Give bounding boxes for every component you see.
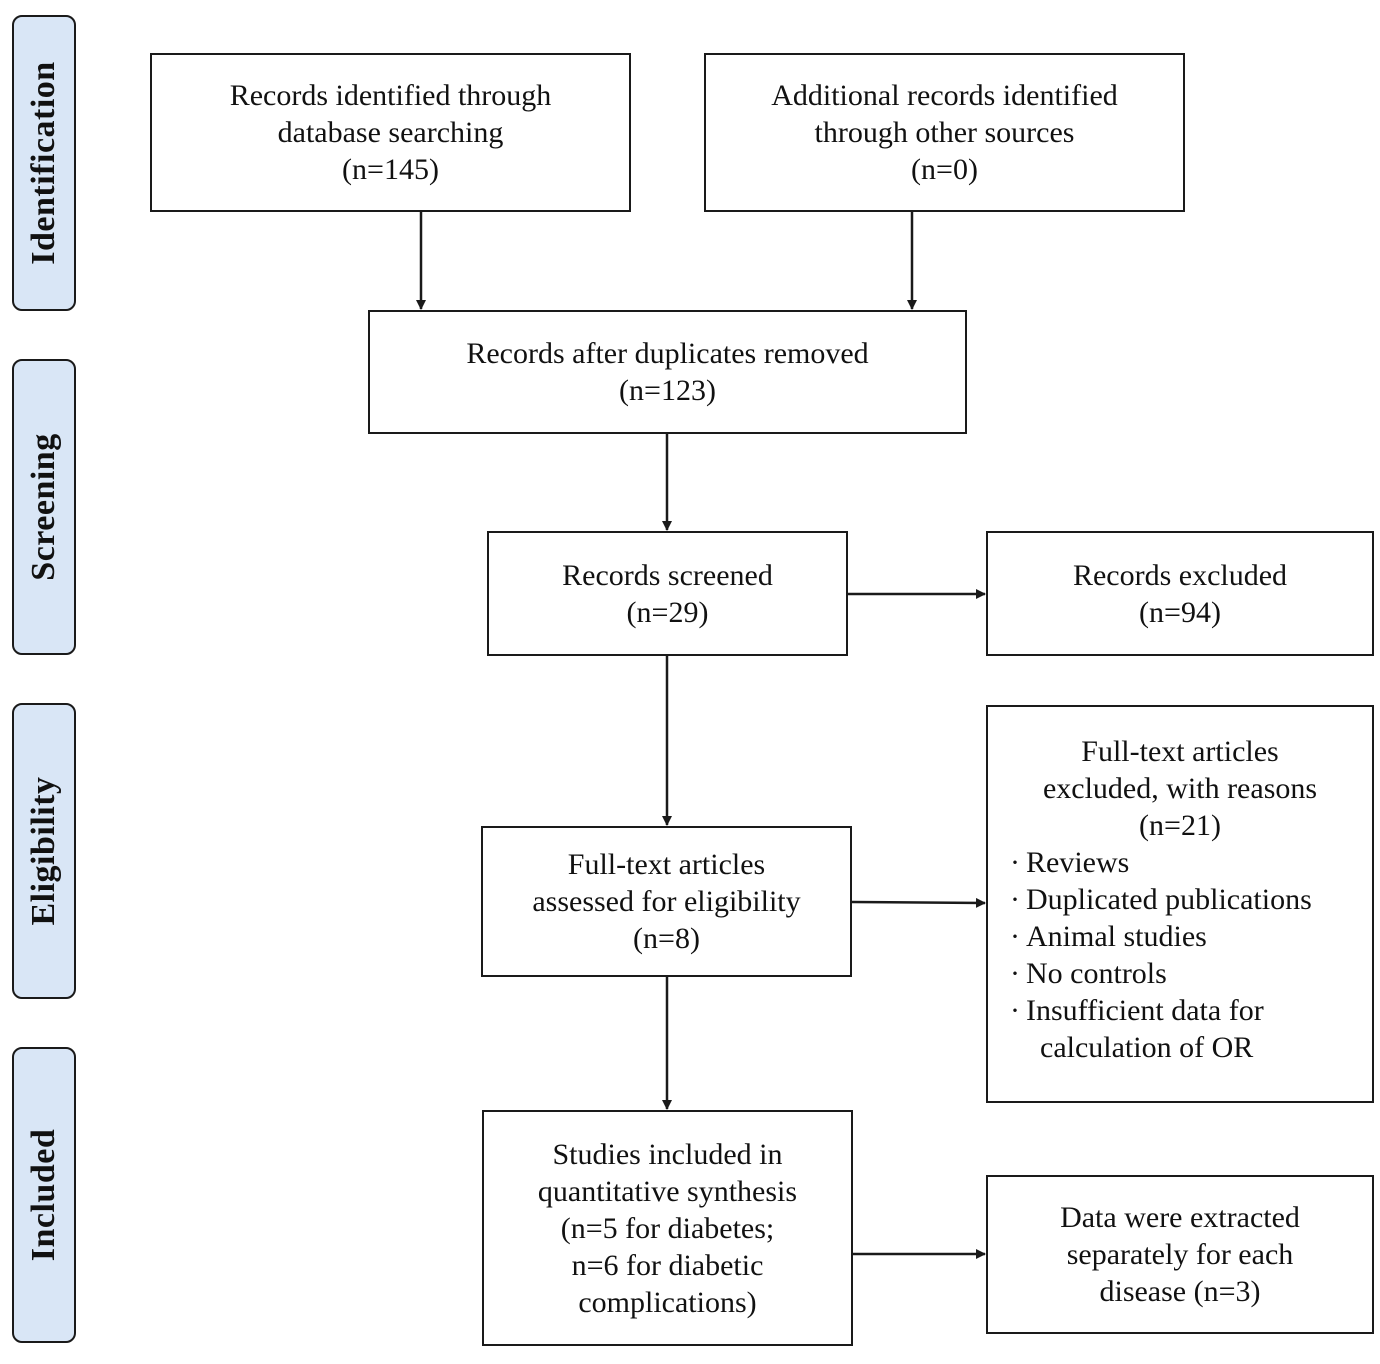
stage-included: Included [12,1047,76,1343]
fulltext-excluded-count: (n=21) [1139,809,1221,842]
exclusion-reason-text: Duplicated publications [1026,883,1312,916]
exclusion-reasons-list: ·Reviews ·Duplicated publications ·Anima… [988,844,1372,1066]
stage-identification-label: Identification [25,61,62,265]
records-excluded-box: Records excluded (n=94) [986,531,1374,656]
data-extracted-line-1: Data were extracted [1060,1201,1300,1234]
exclusion-reason: ·Insufficient data for calculation of OR [1010,992,1372,1066]
bullet-icon: · [1010,920,1020,953]
records-screened-line-1: Records screened [562,558,773,592]
database-search-line-1: Records identified through [229,79,552,112]
stage-eligibility: Eligibility [12,703,76,999]
stage-screening-label: Screening [25,433,62,581]
bullet-icon: · [1010,883,1020,916]
included-studies-line-1: Studies included in [552,1137,783,1171]
other-sources-box: Additional records identified through ot… [704,53,1185,212]
fulltext-excluded-box: Full-text articles excluded, with reason… [986,705,1374,1103]
stage-included-label: Included [25,1128,62,1262]
bullet-icon: · [1010,957,1020,990]
fulltext-excluded-heading-1: Full-text articles [1081,735,1279,768]
included-studies-line-2: quantitative synthesis [537,1174,798,1208]
fulltext-assessed-line-1: Full-text articles [567,848,766,881]
included-studies-line-3: (n=5 for diabetes; [560,1211,775,1245]
exclusion-reason: ·Duplicated publications [1010,881,1372,918]
data-extracted-box: Data were extracted separately for each … [986,1175,1374,1334]
database-search-box: Records identified through database sear… [150,53,631,212]
included-studies-box: Studies included in quantitative synthes… [482,1110,853,1346]
exclusion-reason: ·Reviews [1010,844,1372,881]
other-sources-line-2: through other sources [814,116,1075,149]
exclusion-reason-text: No controls [1026,957,1167,990]
database-search-count: (n=145) [342,153,439,186]
exclusion-reason: ·No controls [1010,955,1372,992]
exclusion-reason-text: Insufficient data for [1026,994,1264,1027]
records-excluded-count: (n=94) [1139,595,1221,629]
data-extracted-line-2: separately for each [1066,1238,1294,1271]
duplicates-removed-count: (n=123) [619,374,716,407]
duplicates-removed-line-1: Records after duplicates removed [466,337,869,370]
fulltext-assessed-count: (n=8) [633,922,700,955]
fulltext-assessed-line-2: assessed for eligibility [532,885,801,918]
records-screened-box: Records screened (n=29) [487,531,848,656]
other-sources-line-1: Additional records identified [771,79,1118,112]
bullet-icon: · [1010,846,1020,879]
included-studies-line-4: n=6 for diabetic [571,1248,764,1282]
exclusion-reason-continuation: calculation of OR [1040,1031,1254,1064]
exclusion-reason-text: Reviews [1026,846,1130,879]
arrow-fulltext-to-excluded [851,897,986,908]
stage-screening: Screening [12,359,76,655]
other-sources-count: (n=0) [911,153,978,186]
data-extracted-line-3: disease (n=3) [1099,1275,1261,1308]
exclusion-reason: ·Animal studies [1010,918,1372,955]
fulltext-excluded-heading-2: excluded, with reasons [1042,772,1318,805]
records-excluded-line-1: Records excluded [1072,558,1288,592]
records-screened-count: (n=29) [626,595,709,629]
included-studies-line-5: complications) [578,1285,757,1319]
fulltext-assessed-box: Full-text articles assessed for eligibil… [481,826,852,977]
stage-identification: Identification [12,15,76,311]
stage-eligibility-label: Eligibility [25,776,62,926]
database-search-line-2: database searching [277,116,504,149]
bullet-icon: · [1010,994,1020,1027]
duplicates-removed-box: Records after duplicates removed (n=123) [368,310,967,434]
exclusion-reason-text: Animal studies [1026,920,1207,953]
